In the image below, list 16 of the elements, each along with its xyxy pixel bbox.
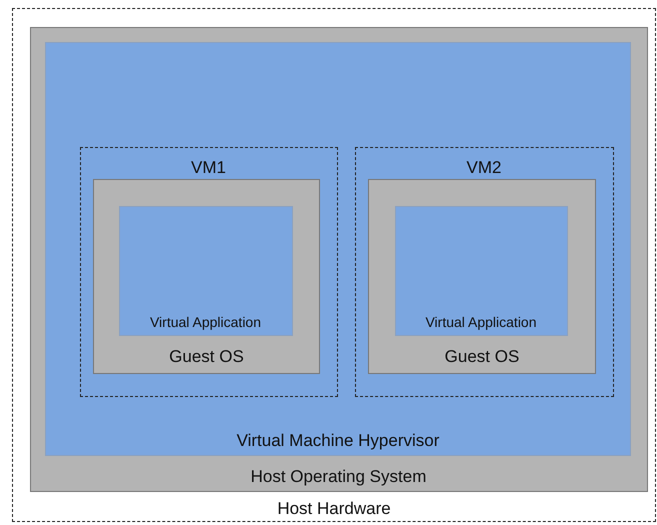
guest-os-panel xyxy=(368,179,596,374)
panel-label: Virtual Application xyxy=(148,314,262,330)
application-panel xyxy=(118,206,292,336)
panel-label: Guest OS xyxy=(444,347,520,367)
application-panel xyxy=(394,206,568,336)
frame-label: VM1 xyxy=(190,158,227,178)
vm-frame xyxy=(354,146,614,396)
panel-label: Virtual Application xyxy=(424,314,538,330)
hypervisor-panel xyxy=(45,42,631,456)
frame-label: Host Hardware xyxy=(276,499,392,519)
panel-label: Guest OS xyxy=(168,347,245,367)
guest-os-panel xyxy=(93,179,320,374)
vm-frame xyxy=(80,146,338,396)
frame-label: VM2 xyxy=(466,158,502,178)
panel-label: Host Operating System xyxy=(250,466,428,486)
panel-label: Virtual Machine Hypervisor xyxy=(236,431,440,451)
